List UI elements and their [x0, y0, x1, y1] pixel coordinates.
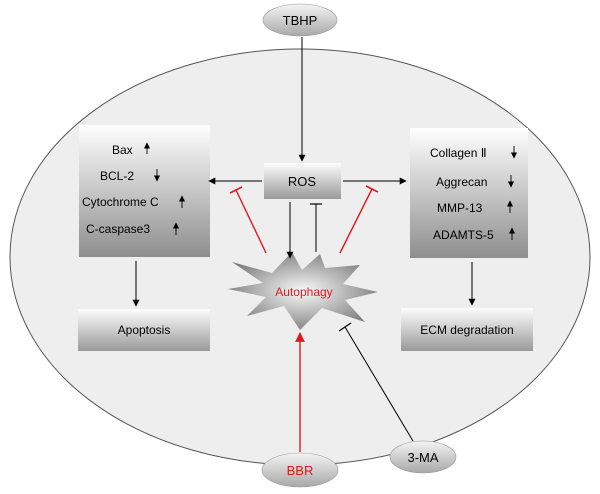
three-ma-node: 3-MA	[389, 440, 457, 474]
three-ma-inhibits-autophagy-bar	[338, 322, 352, 332]
tbhp-node: TBHP	[262, 3, 338, 37]
marker-collagen-ii: Collagen Ⅱ	[430, 146, 487, 160]
autophagy-node: Autophagy	[228, 252, 378, 330]
bbr-label: BBR	[287, 463, 314, 478]
marker-bcl2: BCL-2	[100, 169, 134, 183]
ros-bg	[264, 163, 341, 199]
marker-bax: Bax	[112, 143, 133, 157]
marker-cytochrome-c: Cytochrome C	[82, 195, 159, 209]
autophagy-inhibits-ecm-line	[339, 188, 373, 254]
autophagy-starburst	[228, 252, 378, 330]
apoptosis-node: Apoptosis	[78, 309, 210, 351]
marker-c-caspase3: C-caspase3	[86, 222, 150, 236]
apoptosis-label: Apoptosis	[118, 323, 171, 337]
marker-adamts5: ADAMTS-5	[433, 228, 494, 242]
apoptosis-bg	[78, 309, 210, 351]
ecm-degradation-node: ECM degradation	[401, 308, 533, 351]
ros-label: ROS	[288, 174, 317, 189]
ecm-degradation-bg	[401, 308, 533, 351]
three-ma-inhibits-autophagy-line	[344, 326, 414, 442]
marker-aggrecan: Aggrecan	[436, 175, 487, 189]
apoptosis-markers-box: Bax BCL-2 Cytochrome C C-caspase3	[79, 125, 210, 257]
autophagy-inhibits-apoptosis-bar	[229, 186, 243, 194]
autophagy-label: Autophagy	[275, 285, 332, 299]
ros-node: ROS	[264, 163, 341, 199]
ecm-degradation-label: ECM degradation	[420, 323, 513, 337]
autophagy-inhibits-ecm-bar	[365, 185, 379, 193]
ecm-markers-box: Collagen Ⅱ Aggrecan MMP-13 ADAMTS-5	[410, 128, 528, 258]
autophagy-inhibits-apoptosis-line	[235, 189, 267, 254]
marker-mmp13: MMP-13	[437, 201, 483, 215]
apoptosis-markers-bg	[79, 125, 210, 257]
ecm-markers-bg	[410, 128, 528, 258]
tbhp-label: TBHP	[283, 13, 318, 28]
bbr-node: BBR	[261, 452, 339, 488]
three-ma-label: 3-MA	[407, 450, 438, 465]
